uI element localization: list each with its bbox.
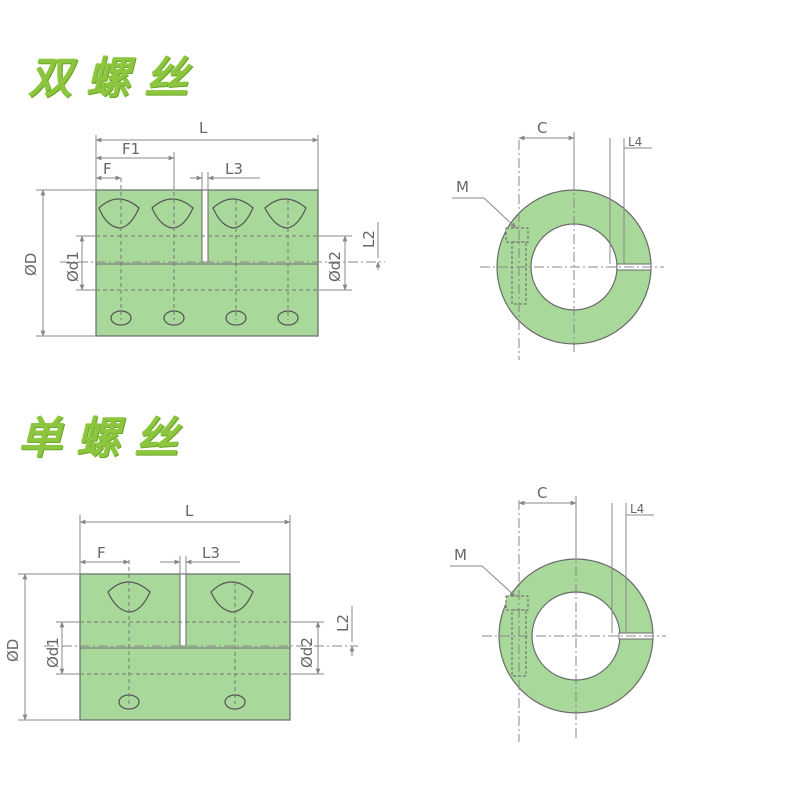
double-label-OD: ØD <box>22 253 40 276</box>
single-side-view: L F L3 ØD Ød1 Ød2 L2 <box>4 502 358 721</box>
heading-single-screw: 单螺丝 <box>18 413 192 464</box>
double-label-Od2: Ød2 <box>326 251 344 282</box>
single-label-L: L <box>185 502 194 520</box>
single-label-L2: L2 <box>334 614 352 632</box>
single-label-F: F <box>97 544 106 562</box>
single-label-L4: L4 <box>630 502 644 516</box>
double-label-L2: L2 <box>360 230 378 248</box>
double-label-L4: L4 <box>628 135 642 149</box>
double-screw-heads <box>98 198 307 229</box>
double-side-view: L F1 F L3 ØD Ød1 Ød2 L2 <box>22 119 385 337</box>
double-label-L: L <box>199 119 208 137</box>
single-label-OD: ØD <box>4 639 22 662</box>
single-end-view: C L4 M <box>450 484 666 742</box>
double-slot <box>201 189 209 263</box>
single-label-M: M <box>454 546 467 564</box>
double-label-L3: L3 <box>225 160 243 178</box>
single-label-Od1: Ød1 <box>44 637 62 668</box>
single-slot <box>179 573 187 647</box>
double-label-F1: F1 <box>122 140 140 158</box>
heading-double-screw: 双螺丝 <box>28 53 202 104</box>
double-label-C: C <box>537 119 547 137</box>
double-label-M: M <box>456 178 469 196</box>
single-label-Od2: Ød2 <box>298 637 316 668</box>
double-label-Od1: Ød1 <box>64 251 82 282</box>
single-label-C: C <box>537 484 547 502</box>
double-end-view: C L4 M <box>452 119 664 360</box>
double-label-F: F <box>103 160 112 178</box>
single-label-L3: L3 <box>202 544 220 562</box>
